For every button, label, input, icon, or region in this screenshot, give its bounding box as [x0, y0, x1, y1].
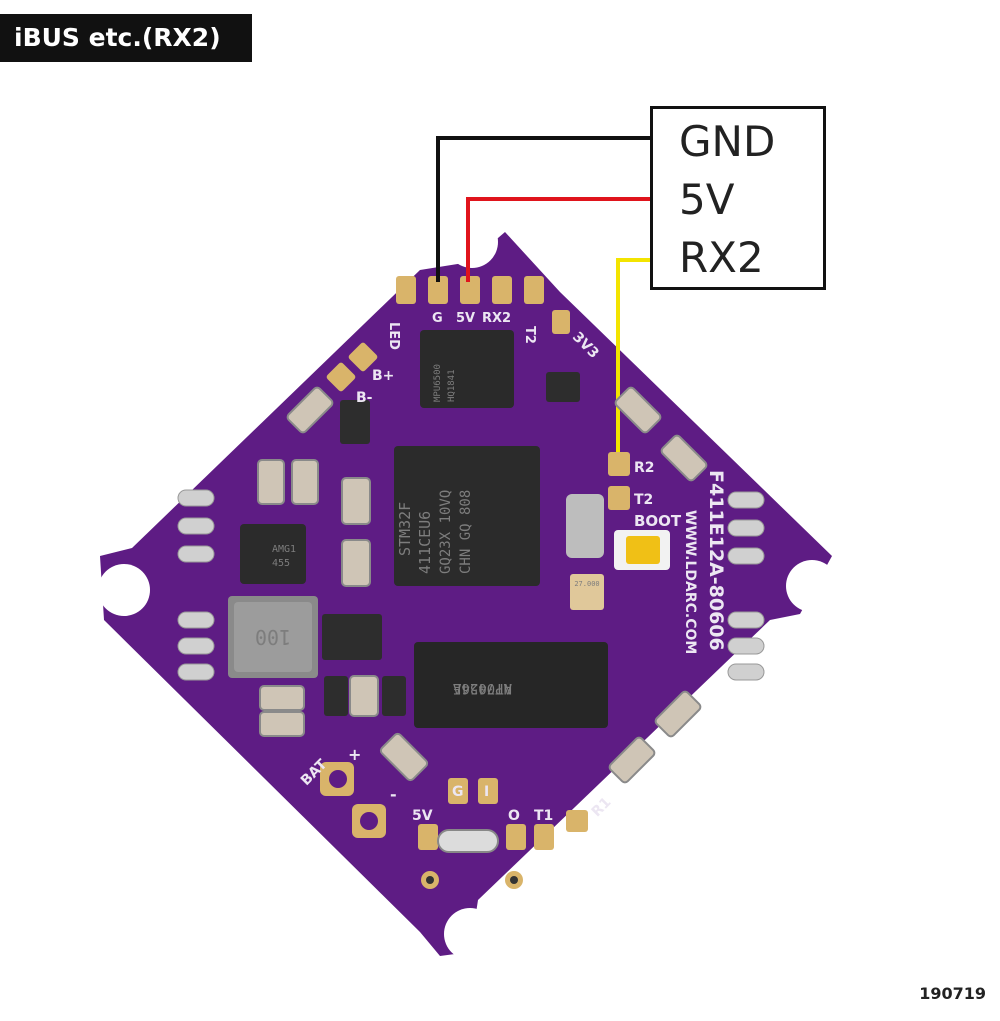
footer-code: 190719	[919, 984, 986, 1003]
wires	[436, 136, 652, 465]
silk-r2: R2	[634, 460, 655, 476]
gyro-text-1: MPU6500	[433, 364, 443, 402]
silk-boot: BOOT	[634, 512, 682, 530]
inductor-text: 100	[255, 625, 291, 649]
silk-t2: T2	[634, 492, 653, 508]
label-rx2: RX2	[679, 233, 764, 282]
osd-chip	[414, 642, 608, 728]
rx2-wire	[616, 258, 652, 465]
gyro-text-2: HQ1841	[447, 369, 457, 402]
label-5v: 5V	[679, 175, 735, 224]
aux-text-1: AMG1	[272, 544, 296, 555]
motor-pads	[177, 489, 765, 681]
chip-markings: STM32F 411CEU6 GQ23X 10VQ CHN GQ 808 MPU…	[255, 364, 600, 696]
osd-text-1: AT7456E	[453, 680, 512, 696]
capacitors	[257, 386, 708, 784]
crystal	[566, 494, 604, 610]
gnd-wire	[436, 136, 652, 282]
pad-label-5v: 5V	[456, 311, 475, 326]
crystal-text: 27.000	[574, 580, 599, 588]
silk-maker: WWW.LDARC.COM	[682, 510, 698, 654]
aux-text-2: 455	[272, 558, 290, 569]
small-components	[322, 372, 580, 716]
silk-b-plus: B+	[372, 368, 394, 384]
silk-minus: -	[390, 785, 397, 804]
pad-label-g: G	[432, 311, 443, 326]
silk-b-minus: B-	[356, 390, 373, 406]
silkscreen-labels: G 5V RX2 T2 LED B+ B- 3V3 R2 T2 BOOT F41…	[298, 311, 727, 824]
silk-plus: +	[348, 745, 361, 764]
gyro-chip	[420, 330, 514, 408]
mcu-text-2: 411CEU6	[416, 511, 434, 574]
title-banner: iBUS etc.(RX2)	[0, 14, 252, 62]
5v-wire	[466, 197, 652, 282]
silk-led: LED	[386, 322, 401, 350]
silk-r1: R1	[589, 794, 615, 820]
boot-button	[614, 530, 670, 570]
mcu-text-4: CHN GQ 808	[458, 490, 474, 574]
mcu-text-3: GQ23X 10VQ	[438, 490, 454, 574]
silk-model: F411E12A-80606	[705, 470, 727, 651]
silk-g: G	[452, 784, 464, 800]
silk-5v: 5V	[412, 808, 433, 824]
pad-label-t2: T2	[522, 326, 537, 344]
side-pads	[320, 342, 630, 850]
connection-label-box: GND 5V RX2	[650, 106, 826, 290]
usb-port	[421, 829, 523, 889]
silk-o: O	[508, 808, 520, 824]
inductor	[228, 596, 318, 678]
osd-text-2: NP0024A	[452, 680, 512, 696]
mcu-chip	[394, 446, 540, 586]
silk-t1: T1	[534, 808, 553, 824]
mcu-text-1: STM32F	[396, 502, 414, 556]
header-pads	[396, 276, 570, 334]
label-gnd: GND	[679, 117, 776, 166]
silk-i: I	[484, 784, 489, 800]
aux-chip	[240, 524, 306, 584]
pad-label-rx2: RX2	[482, 311, 511, 326]
